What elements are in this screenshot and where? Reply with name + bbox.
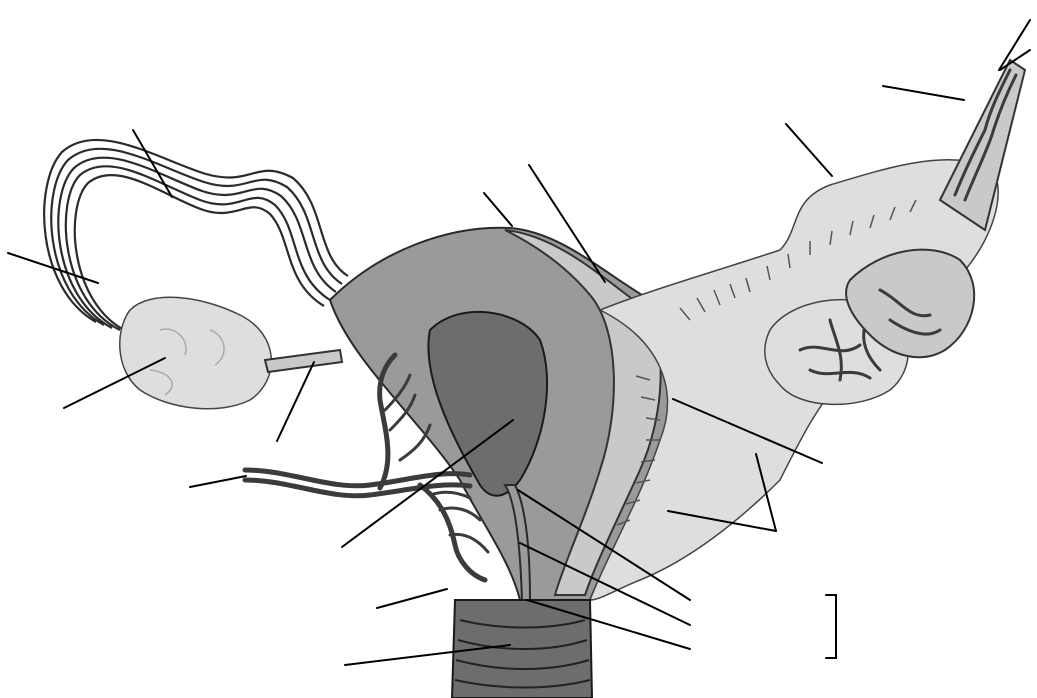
leader-line <box>484 193 512 226</box>
left-ovarian-ligament <box>265 350 342 372</box>
left-ovary <box>120 297 272 408</box>
leader-line <box>277 362 314 441</box>
leader-line <box>190 476 246 487</box>
leader-line <box>8 253 98 283</box>
leader-line <box>883 86 964 100</box>
leader-line <box>377 589 447 608</box>
bracket <box>826 595 836 658</box>
leader-line <box>786 124 832 176</box>
right-suspensory-ligament <box>940 60 1025 230</box>
